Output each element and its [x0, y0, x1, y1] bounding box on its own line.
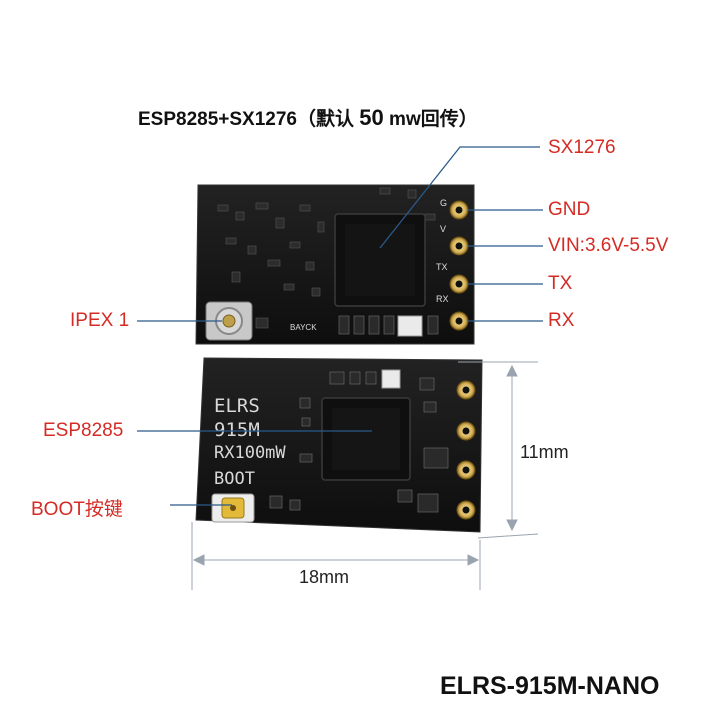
boot-button	[211, 493, 255, 523]
label-boot-key: BOOT按键	[31, 499, 123, 520]
bottom-board-pads	[456, 380, 476, 520]
top-led	[397, 315, 423, 337]
pin-label-g: G	[440, 198, 447, 208]
silk-rx100mw: RX100mW	[214, 443, 286, 463]
top-board-brand: BAYCK	[290, 323, 317, 332]
dimension-height: 11mm	[520, 442, 569, 462]
pin-label-rx: RX	[436, 294, 449, 304]
label-rx: RX	[548, 310, 575, 331]
ipex-connector	[205, 301, 253, 341]
title-prefix: ESP8285+SX1276（默认	[138, 109, 360, 130]
spec-title: ESP8285+SX1276（默认 50 mw回传）	[138, 104, 478, 131]
pin-label-v: V	[440, 224, 446, 234]
silk-915m: 915M	[214, 419, 260, 441]
label-tx: TX	[548, 273, 573, 294]
top-board-pads	[449, 200, 469, 331]
callout-sx1276	[379, 146, 540, 249]
top-board-components	[217, 187, 436, 297]
bottom-led	[381, 369, 401, 389]
silk-boot: BOOT	[214, 469, 255, 489]
pin-label-tx: TX	[436, 262, 448, 272]
bottom-board: ELRS 915M RX100mW BOOT	[195, 357, 483, 533]
label-vin: VIN:3.6V-5.5V	[548, 235, 669, 256]
label-gnd: GND	[548, 199, 591, 220]
dimension-width: 18mm	[299, 567, 350, 587]
product-name: ELRS-915M-NANO	[440, 672, 660, 700]
bottom-board-components	[269, 371, 449, 513]
top-board: BAYCK G V TX RX	[195, 184, 475, 345]
title-suffix: mw回传）	[383, 109, 478, 130]
dimension-lines	[191, 361, 539, 590]
label-ipex: IPEX 1	[70, 310, 130, 331]
title-power: 50	[359, 105, 384, 130]
label-sx1276: SX1276	[548, 137, 616, 158]
callout-lines	[137, 146, 543, 506]
label-esp8285: ESP8285	[43, 420, 124, 441]
silk-elrs: ELRS	[214, 395, 260, 417]
